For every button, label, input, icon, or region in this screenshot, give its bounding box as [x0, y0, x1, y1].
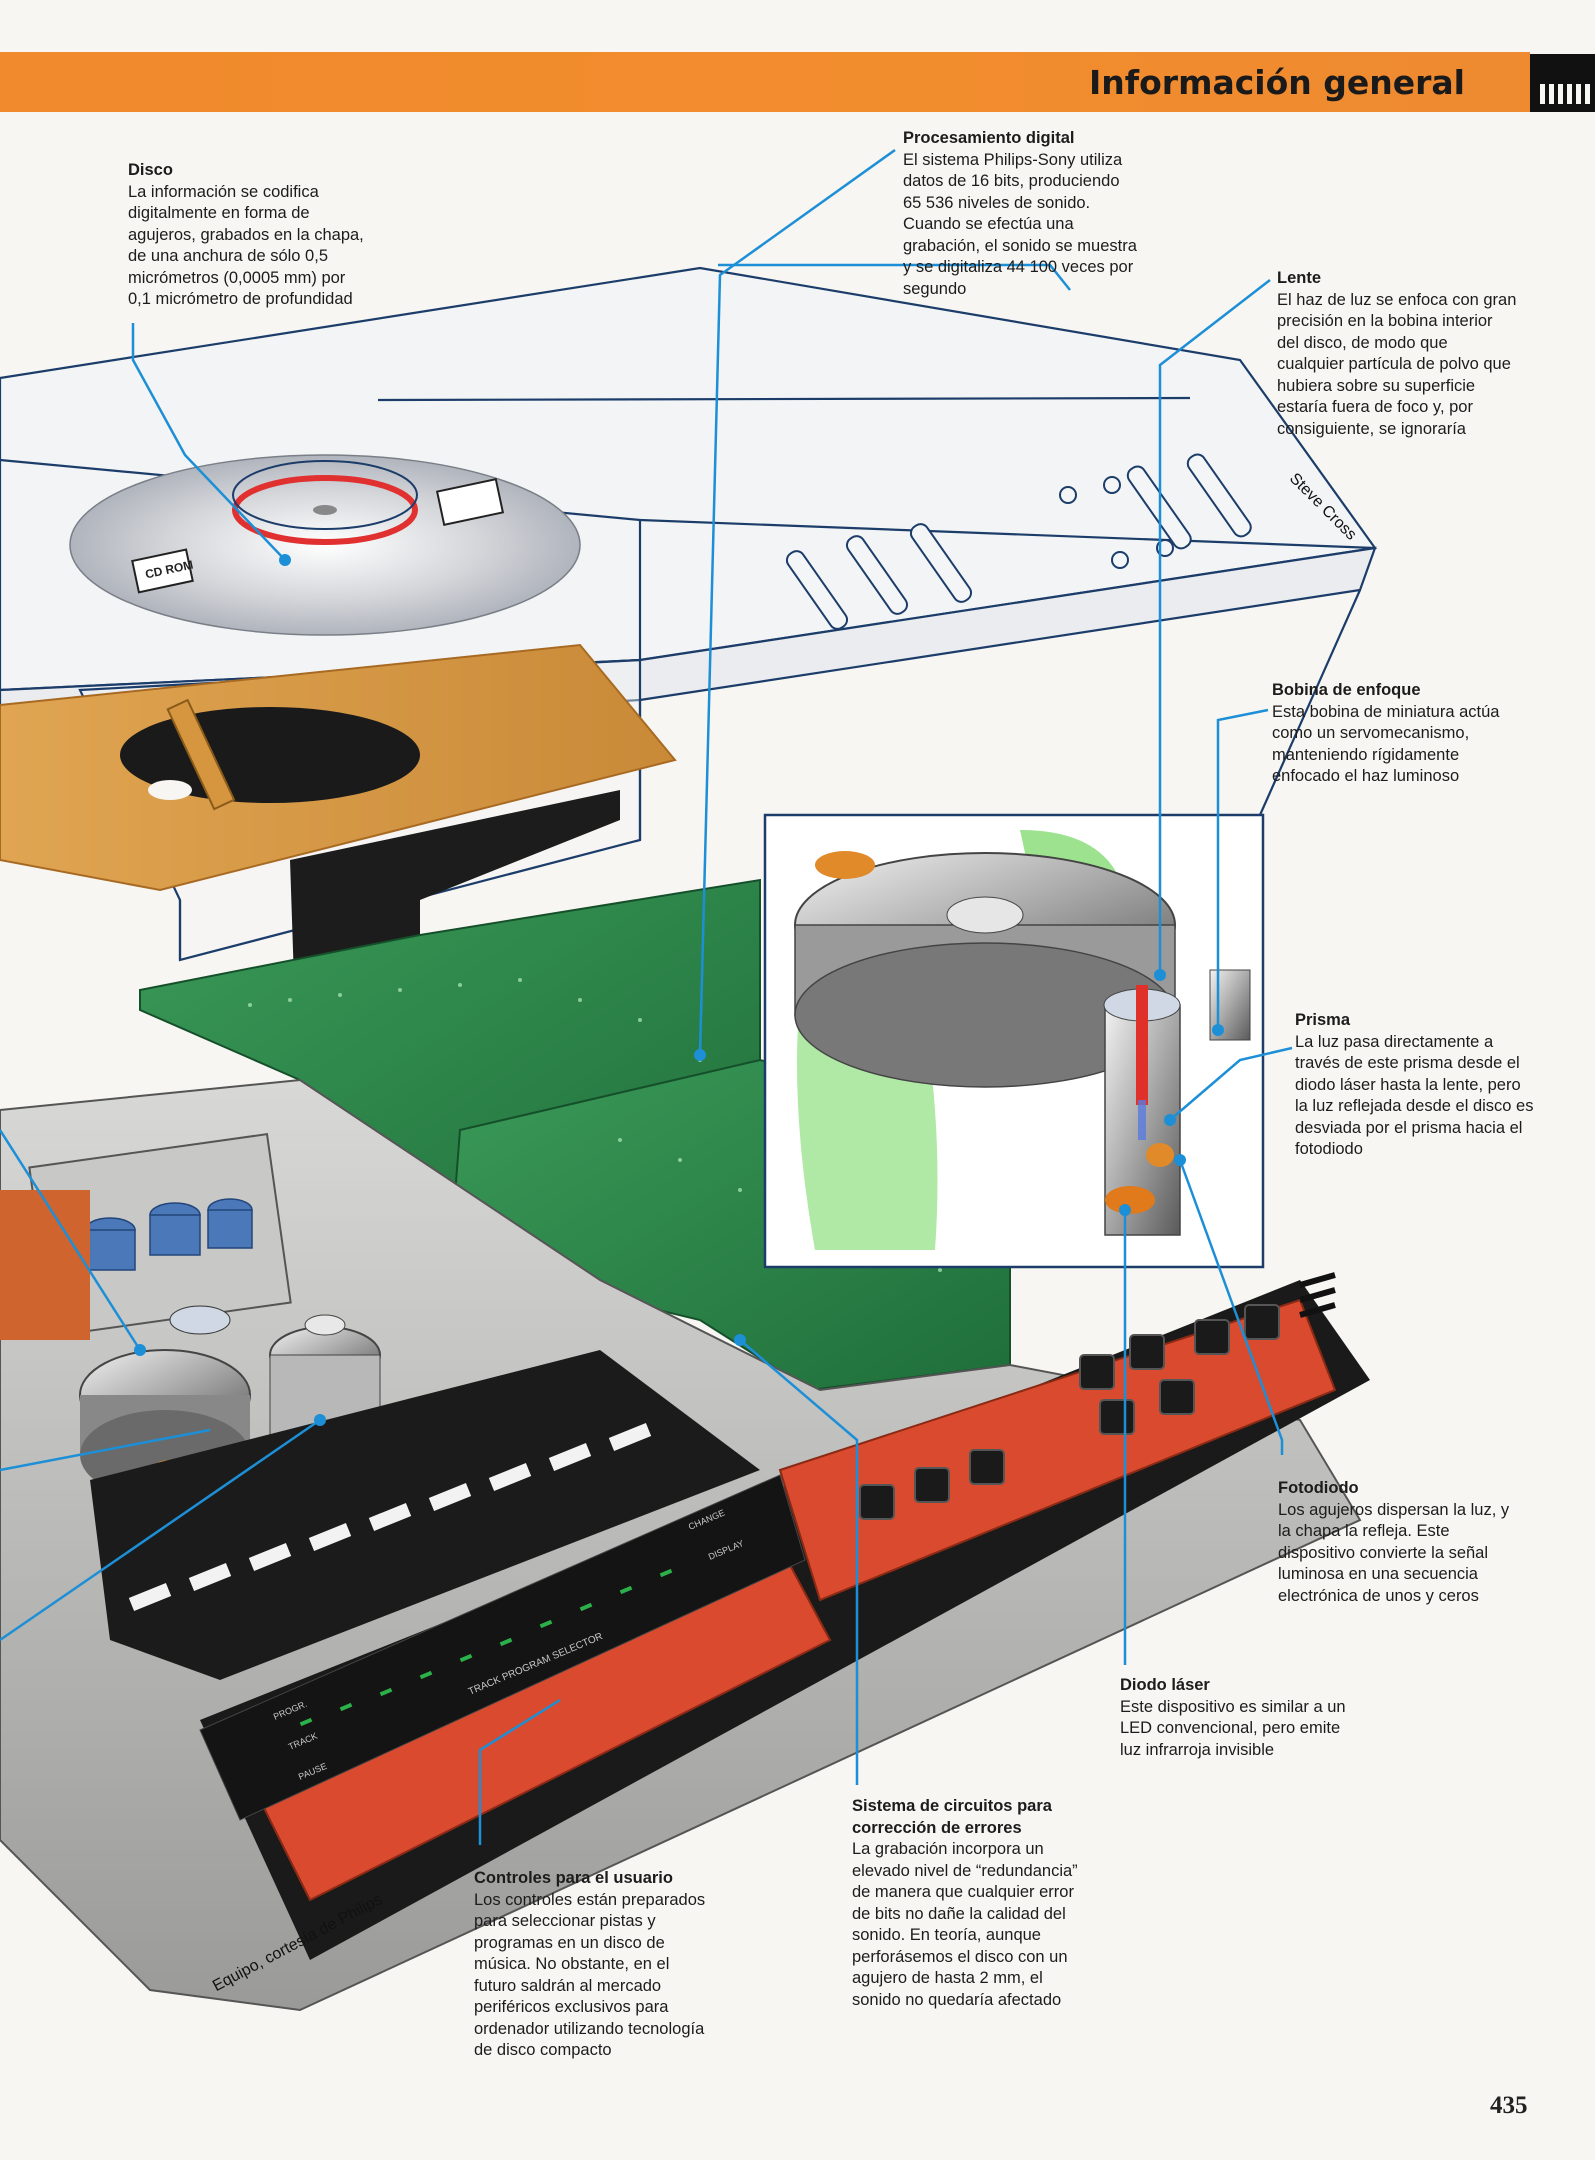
callout-text: Esta bobina de miniatura actúa como un s…: [1272, 702, 1500, 786]
keyboard-icon: [1530, 54, 1595, 112]
callout-fotodiodo: Fotodiodo Los agujeros dispersan la luz,…: [1278, 1478, 1509, 1607]
callout-text: Los agujeros dispersan la luz, y la chap…: [1278, 1500, 1510, 1605]
page-number: 435: [1490, 2092, 1528, 2119]
connector-pins: [1299, 1272, 1336, 1318]
callout-text: Este dispositivo es similar a un LED con…: [1120, 1697, 1346, 1759]
callout-title: Diodo láser: [1120, 1676, 1210, 1694]
callout-title: Procesamiento digital: [903, 129, 1075, 147]
leader-dots: [134, 554, 1224, 1426]
compact-disc: CD ROM: [69, 454, 581, 636]
callout-sistema-correccion-errores: Sistema de circuitos para corrección de …: [852, 1796, 1078, 2011]
callout-text: La luz pasa directamente a través de est…: [1295, 1032, 1534, 1159]
callout-disco: Disco La información se codifica digital…: [128, 160, 364, 311]
section-header-bar: [0, 52, 1530, 112]
callout-leader-lines: [0, 148, 1293, 1845]
callout-text: El sistema Philips-Sony utiliza datos de…: [903, 150, 1137, 298]
cd-player-cutaway-illustration: CD ROM: [0, 148, 1377, 2012]
callout-prisma: Prisma La luz pasa directamente a través…: [1295, 1010, 1533, 1161]
callout-diodo-laser: Diodo láser Este dispositivo es similar …: [1120, 1675, 1346, 1761]
sled-rail: [90, 1350, 760, 1680]
callout-text: El haz de luz se enfoca con gran precisi…: [1277, 290, 1517, 438]
callout-controles-usuario: Controles para el usuario Los controles …: [474, 1868, 705, 2062]
front-control-panel: TRACK PROGRAM SELECTOR PROGR. TRACK PAUS…: [199, 1280, 1370, 1960]
laser-pickup-inset: [763, 813, 1265, 1269]
callout-title: Lente: [1277, 269, 1322, 287]
callout-title: Fotodiodo: [1278, 1479, 1359, 1497]
section-title: Información general: [1089, 63, 1465, 102]
callout-title: Controles para el usuario: [474, 1869, 673, 1887]
callout-procesamiento-digital: Procesamiento digital El sistema Philips…: [903, 128, 1137, 300]
callout-title: Disco: [128, 161, 173, 179]
callout-title: Sistema de circuitos para corrección de …: [852, 1797, 1052, 1837]
callout-title: Prisma: [1295, 1011, 1351, 1029]
callout-title: Bobina de enfoque: [1272, 681, 1421, 699]
callout-lente: Lente El haz de luz se enfoca con gran p…: [1277, 268, 1516, 440]
callout-text: La grabación incorpora un elevado nivel …: [852, 1840, 1078, 2009]
callout-bobina-de-enfoque: Bobina de enfoque Esta bobina de miniatu…: [1272, 680, 1499, 788]
callout-text: La información se codifica digitalmente …: [128, 182, 364, 309]
callout-text: Los controles están preparados para sele…: [474, 1890, 706, 2060]
